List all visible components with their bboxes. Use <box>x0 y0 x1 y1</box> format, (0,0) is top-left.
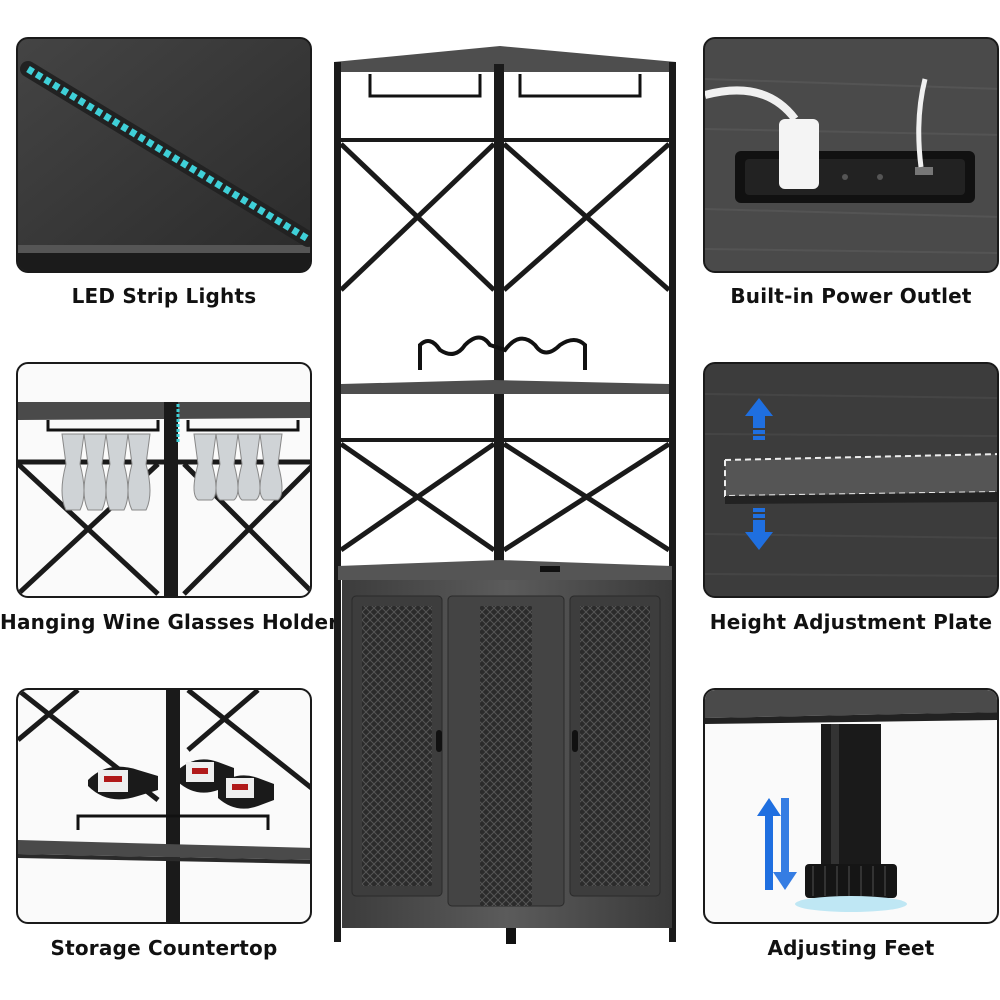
height-adjustment-panel <box>703 362 999 598</box>
wine-glasses-caption: Hanging Wine Glasses Holder <box>0 610 339 634</box>
cabinet-illustration <box>334 46 676 944</box>
height-adjustment-caption: Height Adjustment Plate <box>709 610 993 634</box>
adjusting-feet-panel <box>703 688 999 924</box>
led-strip-caption: LED Strip Lights <box>71 284 257 308</box>
wine-glass-holder-icon <box>18 402 310 596</box>
adjusting-foot-icon <box>705 690 997 912</box>
power-outlet-panel <box>703 37 999 273</box>
corner-bar-cabinet <box>330 40 680 945</box>
wine-bottles-icon <box>18 690 310 922</box>
led-strip-panel <box>16 37 312 273</box>
power-outlet-icon <box>705 39 997 271</box>
adjusting-feet-caption: Adjusting Feet <box>767 936 935 960</box>
wine-glasses-panel <box>16 362 312 598</box>
led-strip-icon <box>18 39 310 271</box>
power-outlet-caption: Built-in Power Outlet <box>730 284 972 308</box>
height-adjust-arrows-icon <box>705 364 997 596</box>
storage-countertop-caption: Storage Countertop <box>50 936 278 960</box>
storage-countertop-panel <box>16 688 312 924</box>
